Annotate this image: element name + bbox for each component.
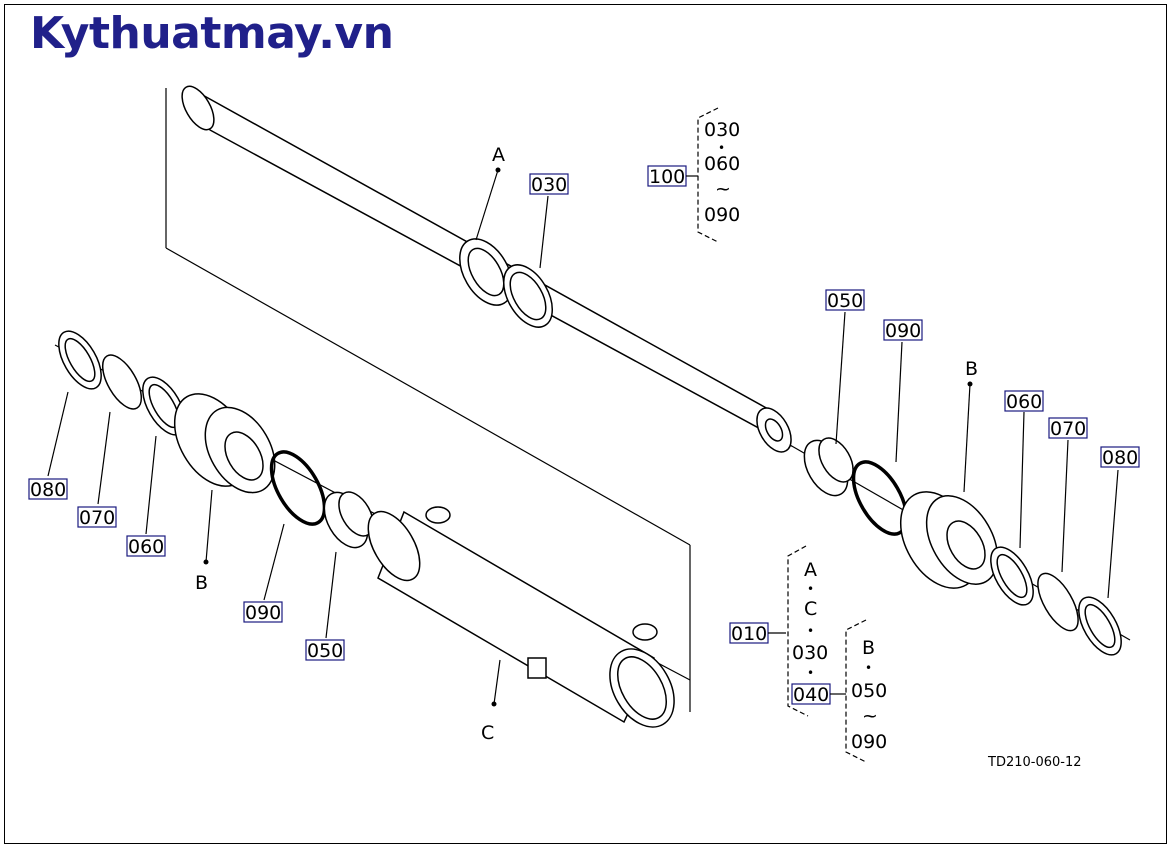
callout-060-left-box — [126, 535, 166, 557]
group-040-tilde: ~ — [862, 705, 878, 727]
group-040-b: B — [862, 637, 875, 659]
group-100: 100 030 • 060 ~ 090 — [647, 107, 740, 243]
bushing-right — [803, 437, 854, 497]
callout-070-left: 070 — [79, 507, 115, 529]
group-100-tilde: ~ — [715, 178, 731, 200]
callout-040: 040 — [793, 684, 829, 706]
o-ring-left — [269, 450, 327, 526]
callout-080-left-box — [28, 478, 68, 500]
group-100-top: 030 — [704, 119, 740, 141]
cylinder-tube — [367, 506, 675, 728]
group-010-dot2: • — [807, 624, 814, 638]
callout-060-left: 060 — [128, 536, 164, 558]
callout-080-right: 080 — [1102, 447, 1138, 469]
callout-070-left-box — [77, 506, 117, 528]
callout-050-right-box — [825, 289, 865, 311]
gland-left — [173, 393, 276, 494]
group-010-a: A — [804, 559, 817, 581]
leader-lines — [47, 167, 1119, 707]
callout-050-left-box — [305, 639, 345, 661]
diagram-frame — [4, 4, 1167, 844]
wiper-right-080 — [1078, 596, 1122, 656]
site-title: Kythuatmay.vn — [30, 8, 394, 59]
ring-right-070 — [1037, 572, 1079, 632]
callout-050-left: 050 — [307, 640, 343, 662]
group-100-bottom: 090 — [704, 204, 740, 226]
group-040-dot: • — [865, 661, 872, 675]
callout-090-right: 090 — [885, 320, 921, 342]
group-010-dot3: • — [807, 666, 814, 680]
callout-080-right-box — [1100, 446, 1140, 468]
callout-100: 100 — [649, 166, 685, 188]
label-b-right: B — [965, 358, 978, 380]
group-040-050: 050 — [851, 680, 887, 702]
group-040-090: 090 — [851, 731, 887, 753]
group-100-dot: • — [718, 141, 725, 155]
ring-left-070 — [101, 354, 143, 410]
callout-090-right-box — [883, 319, 923, 341]
callout-010: 010 — [731, 623, 767, 645]
callout-060-right: 060 — [1006, 391, 1042, 413]
group-010: 010 A • C • 030 • 040 — [729, 545, 846, 717]
callout-090-left-box — [243, 601, 283, 623]
wiper-left-080 — [58, 330, 102, 390]
label-b-left: B — [195, 572, 208, 594]
callout-060-right-box — [1004, 390, 1044, 412]
group-010-030: 030 — [792, 642, 828, 664]
callout-070-right: 070 — [1050, 418, 1086, 440]
piston-rod — [181, 85, 792, 453]
gland-right — [899, 491, 999, 589]
reference-outline — [165, 88, 691, 712]
label-a-top: A — [492, 144, 505, 166]
o-ring-right — [851, 460, 909, 536]
callout-050-right: 050 — [827, 290, 863, 312]
callout-030-top-box — [529, 173, 569, 195]
bushing-left — [323, 491, 374, 549]
seal-right-060 — [990, 546, 1034, 606]
callout-080-left: 080 — [30, 479, 66, 501]
group-100-mid: 060 — [704, 153, 740, 175]
callout-070-right-box — [1048, 417, 1088, 439]
callout-030-top: 030 — [531, 174, 567, 196]
group-040: B • 050 ~ 090 — [845, 619, 887, 763]
drawing-code: TD210-060-12 — [987, 755, 1082, 770]
group-010-c: C — [804, 598, 817, 620]
label-c-bottom: C — [481, 722, 494, 744]
callout-090-left: 090 — [245, 602, 281, 624]
group-010-dot1: • — [807, 582, 814, 596]
